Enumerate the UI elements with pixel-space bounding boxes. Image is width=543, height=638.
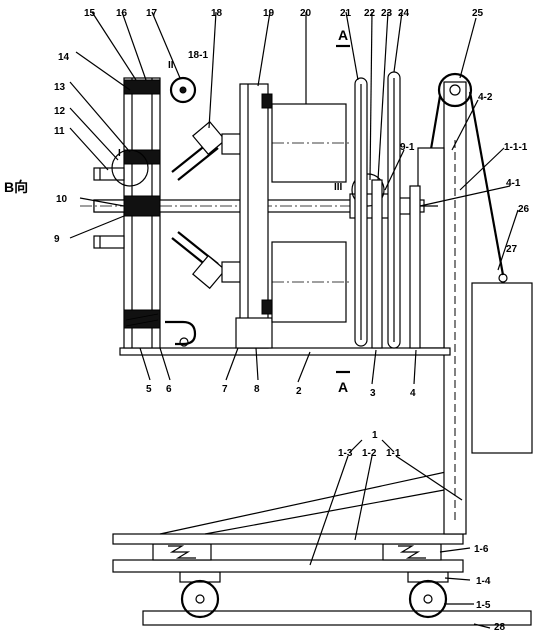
section-marks bbox=[336, 44, 350, 374]
label-18: 18 bbox=[211, 8, 223, 19]
label-1-5: 1-5 bbox=[476, 600, 491, 611]
base-rail bbox=[142, 610, 532, 626]
middle-disc bbox=[235, 83, 273, 349]
section-label-bottom: A bbox=[338, 379, 348, 395]
bottom-roller bbox=[165, 320, 197, 347]
sliding-carriage bbox=[417, 147, 445, 349]
label-3: 3 bbox=[370, 388, 376, 399]
upper-motor bbox=[271, 103, 350, 183]
label-24: 24 bbox=[398, 8, 410, 19]
label-26: 26 bbox=[518, 204, 530, 215]
label-1-1-1: 1-1-1 bbox=[504, 142, 528, 153]
linkage-arm-upper bbox=[171, 120, 226, 181]
label-19: 19 bbox=[263, 8, 275, 19]
label-10: 10 bbox=[56, 194, 68, 205]
label-9: 9 bbox=[54, 234, 60, 245]
top-roller bbox=[169, 76, 197, 104]
vertical-column bbox=[443, 81, 467, 535]
detail-circle-III bbox=[351, 173, 385, 207]
vertical-plate bbox=[371, 179, 438, 349]
detail-mark-I: I bbox=[118, 148, 121, 159]
label-16: 16 bbox=[116, 8, 128, 19]
label-17: 17 bbox=[146, 8, 158, 19]
detail-mark-III: III bbox=[334, 182, 343, 193]
label-1-2: 1-2 bbox=[362, 448, 377, 459]
work-table bbox=[119, 347, 451, 356]
label-22: 22 bbox=[364, 8, 376, 19]
label-1-6: 1-6 bbox=[474, 544, 489, 555]
label-13: 13 bbox=[54, 82, 66, 93]
label-25: 25 bbox=[472, 8, 484, 19]
detail-circle-I bbox=[111, 149, 149, 187]
label-4-2: 4-2 bbox=[478, 92, 493, 103]
callout-labels: 15 16 17 18 18-1 19 20 21 22 23 24 25 14… bbox=[4, 8, 530, 633]
upper-platform bbox=[112, 533, 464, 545]
label-5: 5 bbox=[146, 384, 152, 395]
label-12: 12 bbox=[54, 106, 66, 117]
lower-motor bbox=[271, 241, 350, 323]
label-9-1: 9-1 bbox=[400, 142, 415, 153]
label-7: 7 bbox=[222, 384, 228, 395]
label-21: 21 bbox=[340, 8, 352, 19]
lower-platform bbox=[112, 559, 464, 573]
linkage-arm-lower bbox=[171, 231, 226, 290]
belt-drive-right bbox=[387, 71, 401, 349]
label-4-1: 4-1 bbox=[506, 178, 521, 189]
label-2: 2 bbox=[296, 386, 302, 397]
label-1-1: 1-1 bbox=[386, 448, 401, 459]
cart-wheels bbox=[179, 571, 449, 619]
label-1: 1 bbox=[372, 430, 378, 441]
label-11: 11 bbox=[54, 126, 65, 137]
label-8: 8 bbox=[254, 384, 260, 395]
belt-drive-left bbox=[354, 77, 368, 347]
detail-mark-II: II bbox=[168, 60, 174, 71]
top-pulley bbox=[428, 72, 505, 276]
slide-blocks bbox=[152, 543, 442, 561]
label-4: 4 bbox=[410, 388, 416, 399]
view-label: B向 bbox=[4, 179, 28, 195]
label-15: 15 bbox=[84, 8, 96, 19]
arm-couplings bbox=[221, 133, 245, 283]
label-20: 20 bbox=[300, 8, 312, 19]
label-28: 28 bbox=[494, 622, 506, 633]
label-23: 23 bbox=[381, 8, 393, 19]
label-1-4: 1-4 bbox=[476, 576, 491, 587]
label-6: 6 bbox=[166, 384, 172, 395]
counterweight bbox=[471, 273, 533, 454]
label-14: 14 bbox=[58, 52, 70, 63]
inclined-braces bbox=[159, 469, 456, 535]
label-18-1: 18-1 bbox=[188, 50, 208, 61]
section-label-top: A bbox=[338, 27, 348, 43]
label-27: 27 bbox=[506, 244, 518, 255]
leader-lines bbox=[69, 11, 519, 629]
label-1-3: 1-3 bbox=[338, 448, 353, 459]
